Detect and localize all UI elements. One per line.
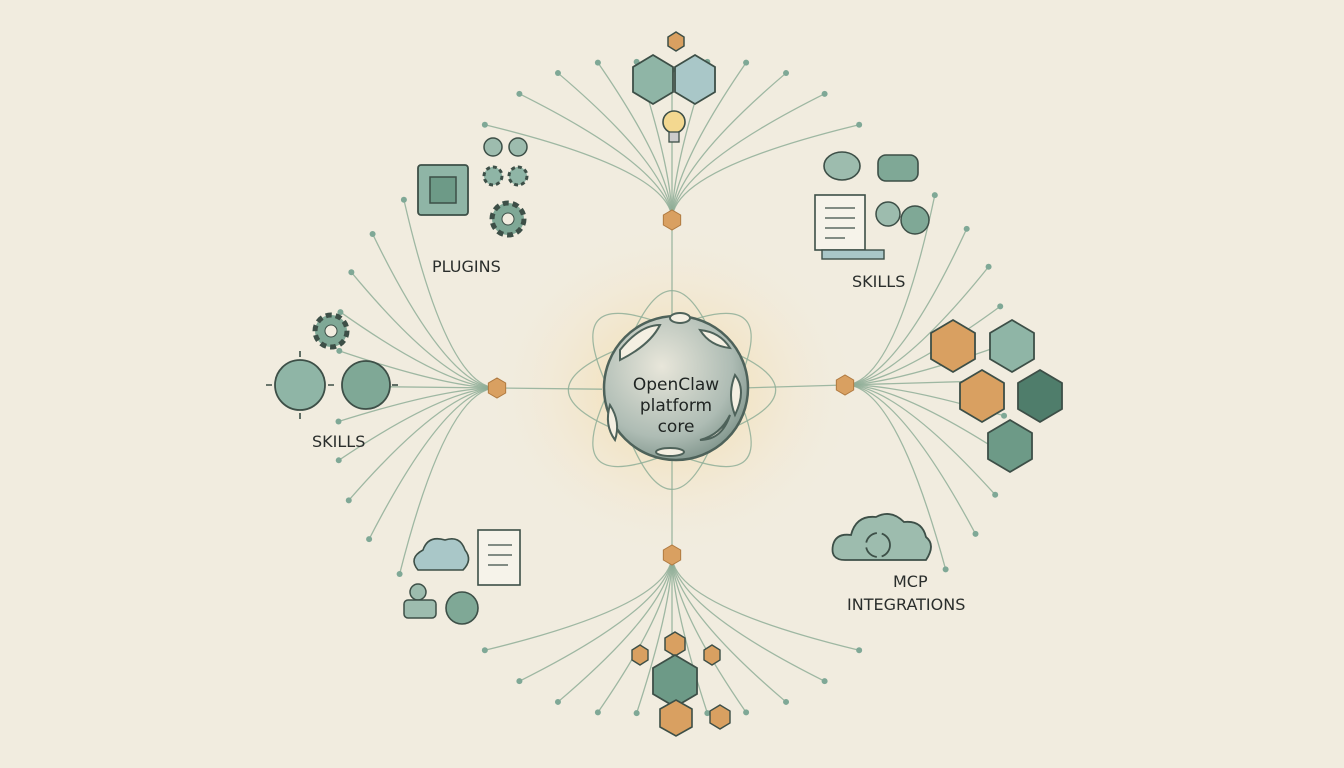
endpoint-dot xyxy=(743,709,750,716)
mcp-label-line2: INTEGRATIONS xyxy=(847,595,965,614)
connection-line xyxy=(844,266,990,386)
connection-line xyxy=(519,554,673,682)
chip-icon xyxy=(417,164,469,216)
endpoint-dot xyxy=(481,647,488,654)
endpoint-dot xyxy=(516,90,523,97)
connection-line xyxy=(844,228,968,386)
connection-line xyxy=(484,554,673,651)
hub-node xyxy=(835,374,855,396)
mcp-label-line1: MCP xyxy=(893,572,928,591)
cloud-sync-icon xyxy=(831,513,932,561)
endpoint-dot xyxy=(1001,412,1008,419)
gear-icon xyxy=(489,200,527,238)
endpoint-dot xyxy=(704,710,711,717)
endpoint-dot xyxy=(821,90,828,97)
cloud-icon xyxy=(413,537,470,571)
robot-icon xyxy=(877,154,919,182)
core-label-line3: core xyxy=(658,417,695,437)
endpoint-dot xyxy=(997,303,1004,310)
endpoint-dot xyxy=(743,59,750,66)
skills-label: SKILLS xyxy=(852,272,905,291)
endpoint-dot xyxy=(942,566,949,573)
endpoint-dot xyxy=(992,491,999,498)
endpoint-dot xyxy=(963,225,970,232)
endpoint-dot xyxy=(369,230,376,237)
connection-line xyxy=(368,387,498,540)
endpoint-dot xyxy=(783,70,790,77)
right-hexagon-cluster xyxy=(930,318,1063,474)
brain-icon xyxy=(823,151,861,181)
network-icon xyxy=(875,201,930,235)
connection-line xyxy=(403,199,498,389)
puzzle-icon xyxy=(445,591,479,625)
connection-line xyxy=(671,124,860,221)
connection-line xyxy=(671,554,860,651)
document-scroll-icon xyxy=(477,529,521,586)
skills-top-right-cluster[interactable]: SKILLS xyxy=(814,151,930,291)
endpoint-dot xyxy=(594,709,601,716)
endpoint-dot xyxy=(481,121,488,128)
endpoint-dot xyxy=(345,497,352,504)
endpoint-dot xyxy=(594,59,601,66)
connection-line xyxy=(592,382,680,468)
endpoint-dot xyxy=(821,678,828,685)
skills-left-cluster[interactable]: SKILLS xyxy=(266,312,398,451)
endpoint-dot xyxy=(335,418,342,425)
connection-line xyxy=(519,93,673,221)
skills-label: SKILLS xyxy=(312,432,365,451)
hub-node xyxy=(662,544,682,566)
connection-line xyxy=(348,387,498,501)
brain-target-icon xyxy=(266,351,334,419)
core-label-line1: OpenClaw xyxy=(633,375,719,395)
endpoint-dot xyxy=(336,347,343,354)
connection-line xyxy=(484,124,673,221)
endpoint-dot xyxy=(516,678,523,685)
endpoint-dot xyxy=(400,196,407,203)
endpoint-dot xyxy=(554,698,561,705)
endpoint-dot xyxy=(856,647,863,654)
gear-icon xyxy=(312,312,350,350)
connection-line xyxy=(398,387,498,575)
brain-icon xyxy=(483,137,528,157)
connection-line xyxy=(844,384,947,570)
connection-line xyxy=(557,72,673,221)
endpoint-dot xyxy=(396,571,403,578)
top-hexagon-cluster xyxy=(632,31,716,143)
endpoint-dot xyxy=(366,536,373,543)
endpoint-dot xyxy=(335,457,342,464)
core-label-line2: platform xyxy=(640,396,712,416)
endpoint-dot xyxy=(348,269,355,276)
connection-line xyxy=(844,195,936,386)
bottom-hexagon-cluster xyxy=(631,631,731,737)
connection-line xyxy=(496,387,603,390)
endpoint-dot xyxy=(783,698,790,705)
bottom-left-cluster xyxy=(403,529,521,625)
endpoint-dot xyxy=(337,309,344,316)
endpoint-dot xyxy=(633,710,640,717)
endpoint-dot xyxy=(554,70,561,77)
endpoint-dot xyxy=(931,192,938,199)
platform-core[interactable]: OpenClaw platform core xyxy=(602,312,750,462)
hub-node xyxy=(487,377,507,399)
endpoint-dot xyxy=(856,121,863,128)
head-brain-icon xyxy=(341,360,398,410)
lightbulb-icon xyxy=(662,110,686,143)
connection-line xyxy=(844,384,977,535)
connection-line xyxy=(671,93,825,221)
document-scroll-icon xyxy=(814,194,885,260)
gear-icon xyxy=(482,165,529,187)
hub-nodes xyxy=(487,209,855,566)
plugins-label: PLUGINS xyxy=(432,257,501,276)
hub-node xyxy=(662,209,682,231)
endpoint-dot xyxy=(972,530,979,537)
plugins-cluster[interactable]: PLUGINS xyxy=(417,137,529,276)
mcp-integrations-cluster[interactable]: MCP INTEGRATIONS xyxy=(831,513,966,614)
team-icon xyxy=(403,583,437,619)
connection-line xyxy=(567,342,635,438)
connection-line xyxy=(671,554,787,703)
endpoint-dot xyxy=(985,263,992,270)
connection-line xyxy=(741,384,846,389)
connection-line xyxy=(671,554,825,682)
